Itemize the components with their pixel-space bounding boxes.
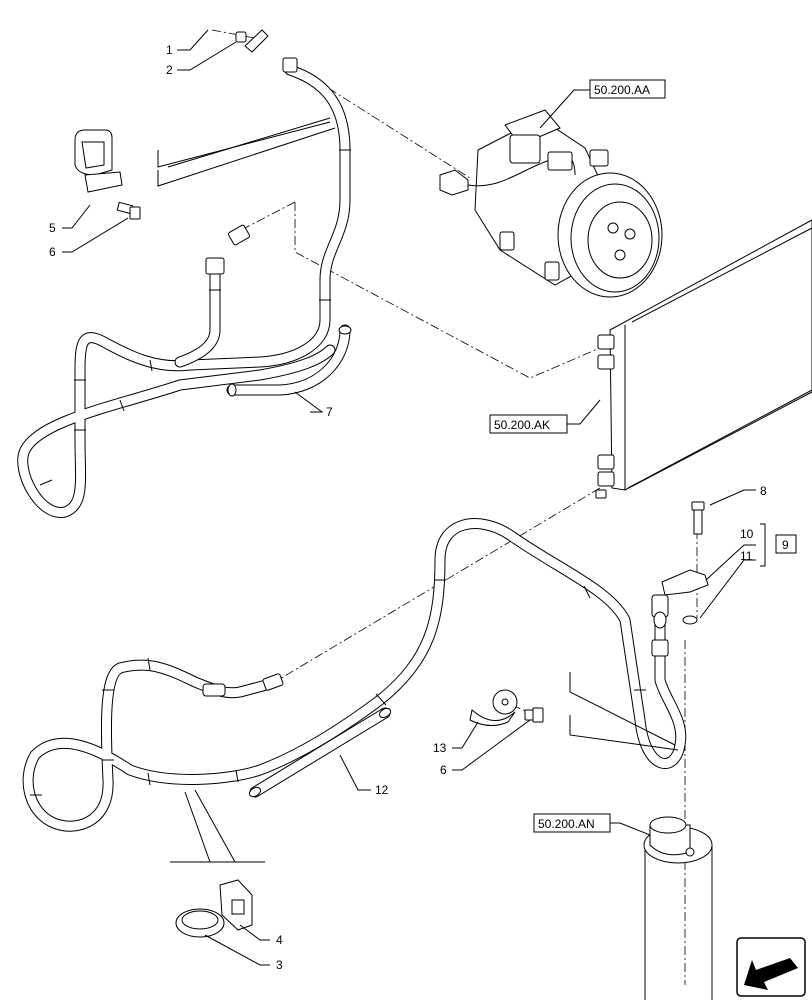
callout-9-box — [775, 534, 797, 554]
ref-condenser[interactable]: 50.200.AK — [494, 418, 550, 432]
callout-12: 12 — [375, 783, 389, 797]
assembly-centerlines — [211, 29, 698, 985]
condenser — [595, 219, 812, 499]
lower-liquid-hose — [22, 518, 709, 832]
hose-clip-5 — [74, 129, 123, 193]
callout-numbers: 1 2 5 6 7 8 10 11 12 13 6 4 3 9 — [49, 43, 797, 972]
callout-leaders — [62, 29, 766, 966]
callout-4: 4 — [276, 933, 283, 947]
ref-receiver-drier[interactable]: 50.200.AN — [538, 817, 595, 831]
clip-4 — [219, 879, 253, 931]
ref-compressor[interactable]: 50.200.AA — [594, 83, 650, 97]
bolt-6-upper — [116, 201, 141, 220]
loose-hose-section-7 — [226, 324, 352, 397]
ref-box-compressor[interactable] — [589, 79, 666, 99]
bolt-8 — [691, 501, 705, 535]
callout-6-lower: 6 — [440, 763, 447, 777]
callout-2: 2 — [166, 63, 173, 77]
callout-1: 1 — [166, 43, 173, 57]
strap-3 — [175, 908, 225, 938]
ref-box-receiver-drier[interactable] — [533, 813, 611, 833]
callout-13: 13 — [433, 741, 447, 755]
forward-arrow-icon — [736, 937, 806, 997]
ref-box-condenser[interactable] — [489, 414, 568, 434]
callout-9: 9 — [782, 538, 789, 552]
callout-8: 8 — [760, 484, 767, 498]
callout-7: 7 — [326, 405, 333, 419]
receiver-drier — [643, 816, 713, 1000]
callout-6-upper: 6 — [49, 245, 56, 259]
clamp-13 — [469, 689, 518, 726]
callout-5: 5 — [49, 221, 56, 235]
detail-view-lines — [157, 117, 679, 863]
callout-10: 10 — [740, 527, 754, 541]
ac-compressor — [439, 109, 663, 298]
o-ring-11 — [682, 615, 698, 625]
loose-hose-section-12 — [248, 707, 392, 798]
bolt-6-lower — [524, 707, 544, 723]
reference-boxes: 50.200.AA 50.200.AK 50.200.AN — [489, 79, 666, 833]
upper-discharge-hose — [17, 29, 351, 518]
callout-3: 3 — [276, 958, 283, 972]
callout-11: 11 — [740, 549, 753, 563]
